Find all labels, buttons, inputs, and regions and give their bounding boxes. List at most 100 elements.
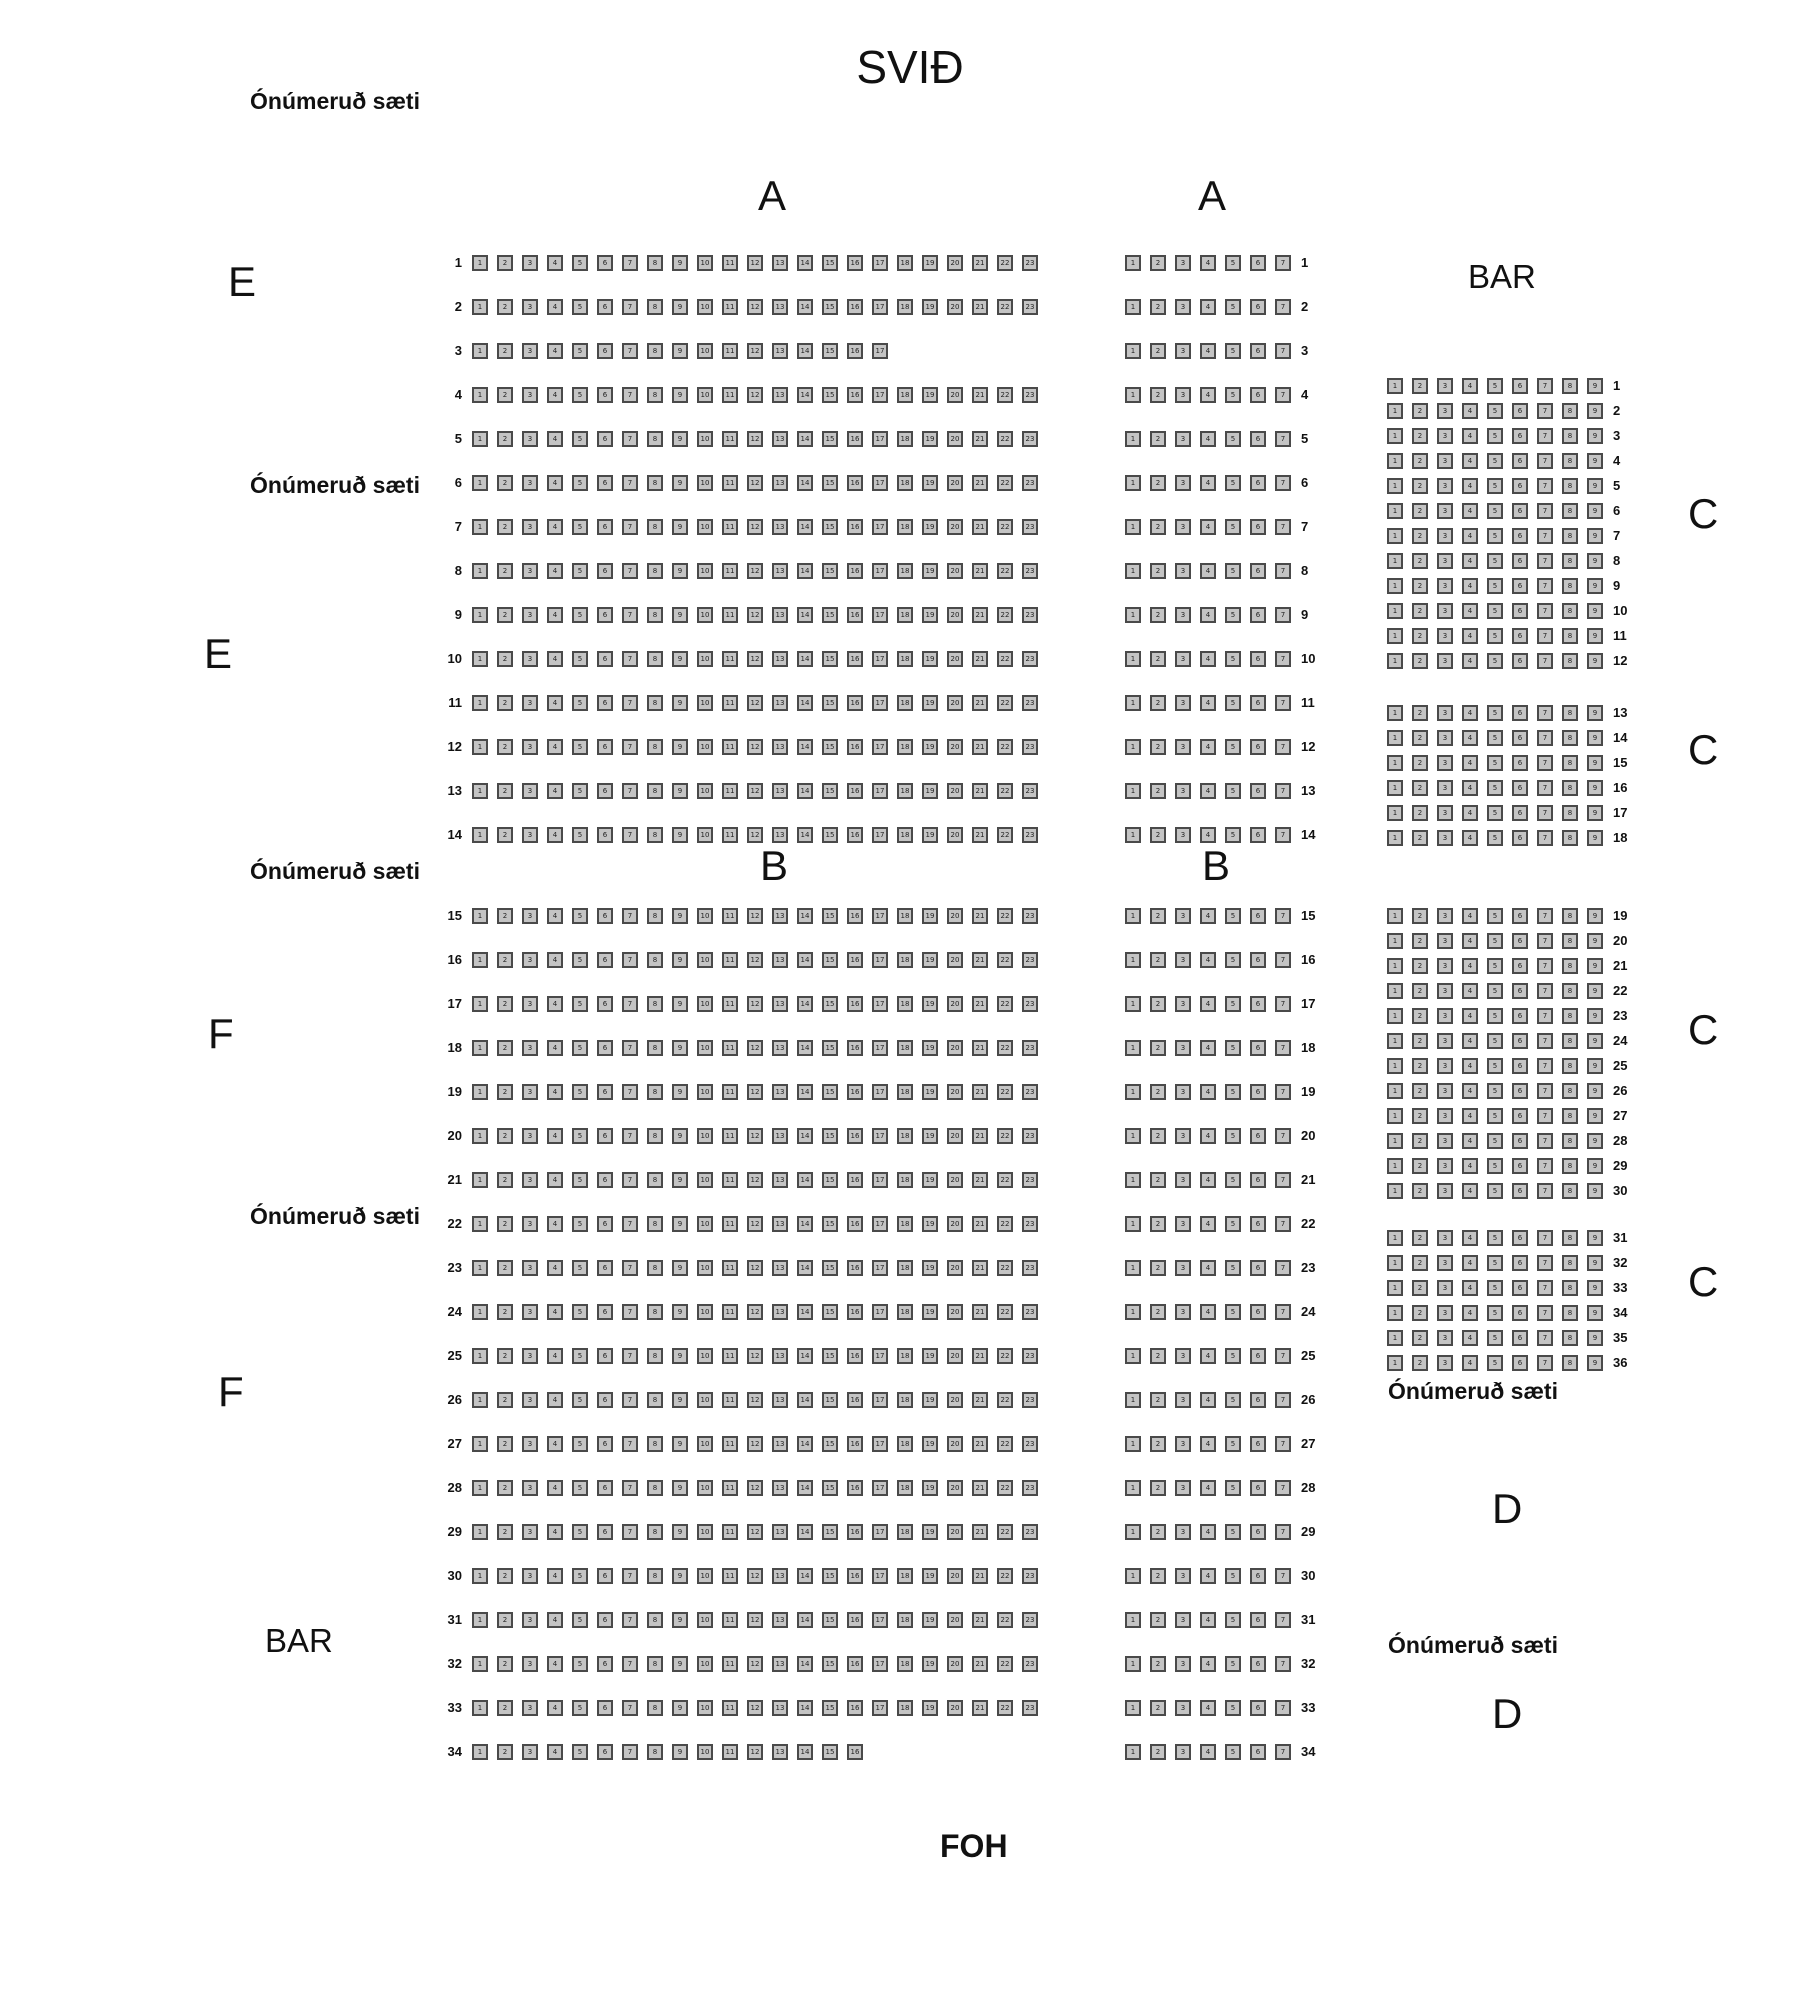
seat[interactable]: 19	[922, 519, 938, 535]
seat[interactable]: 19	[922, 651, 938, 667]
seat[interactable]: 4	[547, 1348, 563, 1364]
seat[interactable]: 3	[522, 1260, 538, 1276]
seat[interactable]: 6	[1250, 783, 1266, 799]
seat[interactable]: 3	[522, 1304, 538, 1320]
seat[interactable]: 6	[597, 519, 613, 535]
seat[interactable]: 12	[747, 607, 763, 623]
seat[interactable]: 15	[822, 1612, 838, 1628]
seat[interactable]: 16	[847, 1480, 863, 1496]
seat[interactable]: 19	[922, 475, 938, 491]
seat[interactable]: 5	[1225, 1700, 1241, 1716]
seat[interactable]: 9	[1587, 1008, 1603, 1024]
seat[interactable]: 6	[597, 996, 613, 1012]
seat[interactable]: 16	[847, 1744, 863, 1760]
seat[interactable]: 15	[822, 607, 838, 623]
seat[interactable]: 1	[472, 695, 488, 711]
seat[interactable]: 23	[1022, 563, 1038, 579]
seat[interactable]: 4	[1200, 952, 1216, 968]
seat[interactable]: 13	[772, 1436, 788, 1452]
seat[interactable]: 5	[1487, 983, 1503, 999]
seat[interactable]: 2	[497, 1304, 513, 1320]
seat[interactable]: 21	[972, 783, 988, 799]
seat[interactable]: 23	[1022, 1700, 1038, 1716]
seat[interactable]: 4	[547, 1700, 563, 1716]
seat[interactable]: 9	[1587, 653, 1603, 669]
seat[interactable]: 1	[1387, 933, 1403, 949]
seat[interactable]: 8	[1562, 428, 1578, 444]
seat[interactable]: 5	[572, 1700, 588, 1716]
seat[interactable]: 6	[1250, 519, 1266, 535]
seat[interactable]: 4	[1462, 1305, 1478, 1321]
seat[interactable]: 1	[1125, 739, 1141, 755]
seat[interactable]: 10	[697, 1304, 713, 1320]
seat[interactable]: 5	[1225, 607, 1241, 623]
seat[interactable]: 10	[697, 1392, 713, 1408]
seat[interactable]: 4	[1462, 705, 1478, 721]
seat[interactable]: 3	[1437, 653, 1453, 669]
seat[interactable]: 7	[622, 1700, 638, 1716]
seat[interactable]: 7	[1275, 996, 1291, 1012]
seat[interactable]: 5	[572, 1480, 588, 1496]
seat[interactable]: 2	[1412, 1083, 1428, 1099]
seat[interactable]: 4	[1200, 431, 1216, 447]
seat[interactable]: 1	[472, 387, 488, 403]
seat[interactable]: 7	[1275, 1744, 1291, 1760]
seat[interactable]: 7	[622, 1568, 638, 1584]
seat[interactable]: 8	[1562, 578, 1578, 594]
seat[interactable]: 15	[822, 827, 838, 843]
seat[interactable]: 1	[1125, 1304, 1141, 1320]
seat[interactable]: 14	[797, 343, 813, 359]
seat[interactable]: 11	[722, 1700, 738, 1716]
seat[interactable]: 18	[897, 1172, 913, 1188]
seat[interactable]: 7	[1275, 1480, 1291, 1496]
seat[interactable]: 6	[1250, 651, 1266, 667]
seat[interactable]: 19	[922, 1348, 938, 1364]
seat[interactable]: 13	[772, 387, 788, 403]
seat[interactable]: 8	[647, 1700, 663, 1716]
seat[interactable]: 1	[472, 783, 488, 799]
seat[interactable]: 6	[1250, 1524, 1266, 1540]
seat[interactable]: 17	[872, 908, 888, 924]
seat[interactable]: 14	[797, 255, 813, 271]
seat[interactable]: 9	[672, 343, 688, 359]
seat[interactable]: 4	[547, 343, 563, 359]
seat[interactable]: 13	[772, 431, 788, 447]
seat[interactable]: 5	[1225, 908, 1241, 924]
seat[interactable]: 4	[1462, 983, 1478, 999]
seat[interactable]: 5	[1487, 428, 1503, 444]
seat[interactable]: 17	[872, 1128, 888, 1144]
seat[interactable]: 7	[1537, 705, 1553, 721]
seat[interactable]: 2	[497, 1216, 513, 1232]
seat[interactable]: 14	[797, 1304, 813, 1320]
seat[interactable]: 8	[647, 255, 663, 271]
seat[interactable]: 21	[972, 1128, 988, 1144]
seat[interactable]: 11	[722, 387, 738, 403]
seat[interactable]: 4	[1200, 1392, 1216, 1408]
seat[interactable]: 4	[1462, 553, 1478, 569]
seat[interactable]: 2	[1150, 1084, 1166, 1100]
seat[interactable]: 5	[572, 431, 588, 447]
seat[interactable]: 13	[772, 1260, 788, 1276]
seat[interactable]: 6	[1512, 1033, 1528, 1049]
seat[interactable]: 2	[1412, 553, 1428, 569]
seat[interactable]: 2	[1150, 908, 1166, 924]
seat[interactable]: 10	[697, 563, 713, 579]
seat[interactable]: 2	[1412, 1133, 1428, 1149]
seat[interactable]: 22	[997, 908, 1013, 924]
seat[interactable]: 1	[472, 1436, 488, 1452]
seat[interactable]: 17	[872, 1656, 888, 1672]
seat[interactable]: 4	[1200, 827, 1216, 843]
seat[interactable]: 3	[1437, 403, 1453, 419]
seat[interactable]: 6	[1512, 705, 1528, 721]
seat[interactable]: 1	[1125, 475, 1141, 491]
seat[interactable]: 6	[1512, 578, 1528, 594]
seat[interactable]: 1	[472, 1612, 488, 1628]
seat[interactable]: 5	[1487, 958, 1503, 974]
seat[interactable]: 11	[722, 343, 738, 359]
seat[interactable]: 1	[1387, 805, 1403, 821]
seat[interactable]: 17	[872, 1172, 888, 1188]
seat[interactable]: 7	[1537, 1108, 1553, 1124]
seat[interactable]: 18	[897, 475, 913, 491]
seat[interactable]: 12	[747, 475, 763, 491]
seat[interactable]: 1	[472, 1348, 488, 1364]
